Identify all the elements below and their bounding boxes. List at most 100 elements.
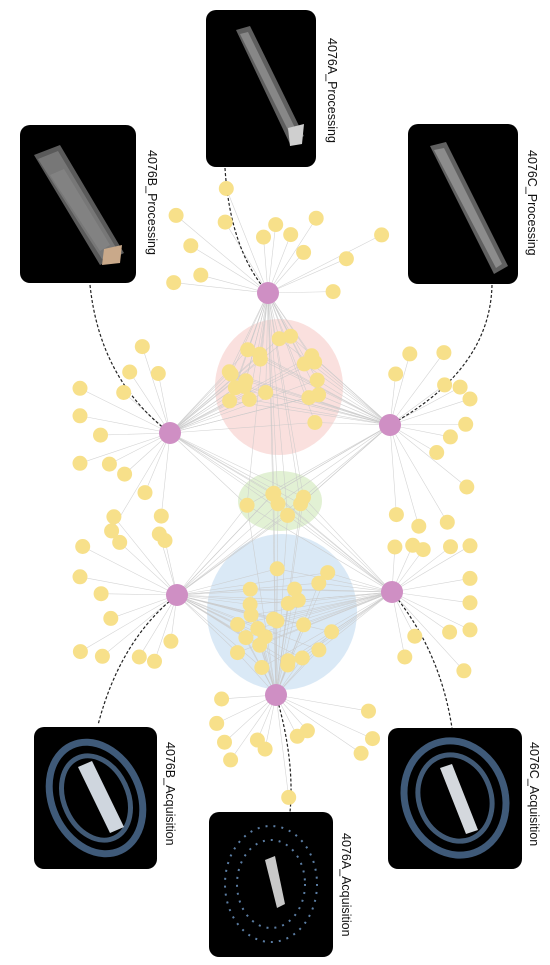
graph-leaf-node[interactable] (361, 703, 376, 719)
graph-leaf-node[interactable] (308, 210, 324, 226)
graph-leaf-node[interactable] (116, 385, 132, 400)
graph-leaf-node[interactable] (163, 633, 179, 649)
graph-leaf-node[interactable] (442, 624, 458, 640)
graph-leaf-node[interactable] (252, 351, 268, 367)
graph-leaf-node[interactable] (257, 629, 273, 645)
graph-leaf-node[interactable] (221, 364, 237, 380)
graph-leaf-node[interactable] (311, 575, 327, 591)
graph-leaf-node[interactable] (240, 342, 256, 358)
graph-leaf-node[interactable] (249, 732, 265, 748)
graph-leaf-node[interactable] (106, 509, 122, 525)
graph-leaf-node[interactable] (101, 456, 117, 472)
graph-leaf-node[interactable] (157, 533, 173, 548)
graph-leaf-node[interactable] (388, 366, 404, 382)
graph-leaf-node[interactable] (222, 393, 238, 409)
graph-leaf-node[interactable] (72, 569, 88, 585)
graph-hub-node[interactable] (381, 581, 403, 603)
graph-leaf-node[interactable] (353, 745, 369, 761)
graph-leaf-node[interactable] (150, 366, 166, 381)
graph-leaf-node[interactable] (462, 595, 478, 611)
graph-leaf-node[interactable] (456, 663, 472, 679)
graph-leaf-node[interactable] (72, 408, 88, 424)
graph-leaf-node[interactable] (72, 644, 88, 660)
graph-leaf-node[interactable] (122, 364, 138, 380)
graph-leaf-node[interactable] (325, 284, 341, 300)
graph-leaf-node[interactable] (462, 570, 478, 586)
graph-leaf-node[interactable] (280, 596, 296, 611)
graph-leaf-node[interactable] (93, 427, 108, 443)
graph-leaf-node[interactable] (134, 339, 150, 355)
graph-leaf-node[interactable] (388, 507, 404, 523)
graph-leaf-node[interactable] (271, 331, 287, 347)
graph-leaf-node[interactable] (301, 390, 317, 406)
graph-leaf-node[interactable] (193, 267, 209, 283)
graph-leaf-node[interactable] (283, 328, 299, 344)
graph-leaf-node[interactable] (214, 691, 230, 707)
graph-leaf-node[interactable] (117, 466, 133, 482)
graph-hub-node[interactable] (159, 422, 181, 444)
graph-leaf-node[interactable] (217, 214, 233, 230)
graph-leaf-node[interactable] (415, 542, 431, 558)
thumbnail-4076b-acquisition[interactable] (34, 727, 157, 869)
graph-leaf-node[interactable] (397, 649, 413, 665)
graph-leaf-node[interactable] (462, 622, 478, 638)
graph-leaf-node[interactable] (402, 346, 418, 362)
graph-leaf-node[interactable] (242, 597, 258, 612)
graph-leaf-node[interactable] (374, 227, 390, 243)
graph-leaf-node[interactable] (112, 534, 128, 550)
graph-leaf-node[interactable] (311, 642, 327, 658)
graph-leaf-node[interactable] (137, 485, 153, 501)
thumbnail-4076c-processing[interactable] (408, 124, 518, 284)
graph-leaf-node[interactable] (269, 561, 285, 577)
graph-leaf-node[interactable] (230, 645, 245, 661)
graph-hub-node[interactable] (265, 684, 287, 706)
graph-leaf-node[interactable] (429, 445, 445, 460)
graph-leaf-node[interactable] (293, 496, 309, 512)
graph-leaf-node[interactable] (442, 429, 458, 445)
graph-leaf-node[interactable] (304, 348, 320, 364)
graph-leaf-node[interactable] (307, 415, 323, 430)
thumbnail-4076b-processing[interactable] (20, 125, 136, 283)
graph-leaf-node[interactable] (239, 497, 255, 513)
graph-leaf-node[interactable] (266, 611, 281, 627)
graph-leaf-node[interactable] (256, 229, 271, 245)
graph-leaf-node[interactable] (183, 238, 199, 254)
graph-leaf-node[interactable] (94, 648, 110, 664)
graph-leaf-node[interactable] (437, 377, 453, 393)
thumbnail-4076c-acquisition[interactable] (388, 728, 522, 869)
graph-leaf-node[interactable] (280, 507, 296, 523)
graph-leaf-node[interactable] (147, 653, 162, 669)
graph-leaf-node[interactable] (242, 581, 258, 597)
graph-leaf-node[interactable] (209, 715, 225, 731)
graph-leaf-node[interactable] (218, 181, 234, 196)
graph-leaf-node[interactable] (439, 514, 455, 530)
graph-leaf-node[interactable] (93, 586, 109, 602)
graph-leaf-node[interactable] (168, 207, 184, 223)
graph-leaf-node[interactable] (452, 379, 468, 395)
graph-leaf-node[interactable] (166, 275, 182, 291)
graph-leaf-node[interactable] (258, 385, 274, 400)
graph-leaf-node[interactable] (289, 728, 305, 744)
thumbnail-4076a-processing[interactable] (206, 10, 316, 167)
graph-hub-node[interactable] (257, 282, 279, 304)
graph-leaf-node[interactable] (280, 653, 296, 669)
graph-leaf-node[interactable] (296, 244, 312, 260)
graph-leaf-node[interactable] (462, 538, 478, 554)
graph-leaf-node[interactable] (320, 565, 336, 581)
graph-leaf-node[interactable] (294, 650, 310, 666)
graph-leaf-node[interactable] (462, 391, 478, 407)
graph-leaf-node[interactable] (238, 630, 254, 646)
graph-leaf-node[interactable] (443, 539, 458, 555)
graph-leaf-node[interactable] (104, 523, 120, 539)
graph-leaf-node[interactable] (268, 217, 284, 233)
graph-leaf-node[interactable] (72, 455, 88, 471)
graph-leaf-node[interactable] (324, 624, 340, 640)
graph-leaf-node[interactable] (75, 539, 91, 554)
graph-leaf-node[interactable] (459, 479, 475, 495)
thumbnail-4076a-acquisition[interactable] (209, 812, 333, 957)
graph-leaf-node[interactable] (338, 251, 354, 267)
graph-hub-node[interactable] (379, 414, 401, 436)
graph-leaf-node[interactable] (217, 734, 232, 750)
graph-leaf-node[interactable] (153, 508, 169, 524)
graph-leaf-node[interactable] (223, 752, 239, 768)
